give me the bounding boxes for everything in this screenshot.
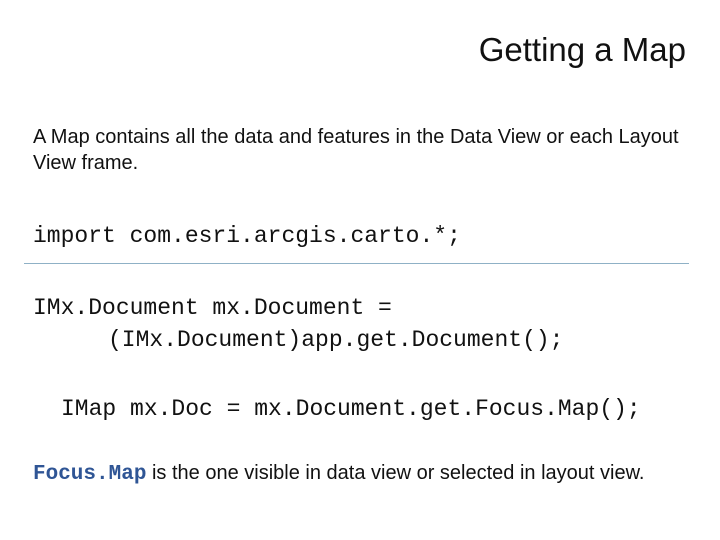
focus-map-description: is the one visible in data view or selec…	[151, 462, 645, 484]
import-statement: import com.esri.arcgis.carto.*;	[33, 223, 461, 249]
code-line-document-declaration: IMx.Document mx.Document =	[33, 295, 392, 321]
slide-title: Getting a Map	[478, 31, 686, 68]
section-divider	[24, 263, 689, 264]
focus-map-description-block: Focus.Map is the one visible in data vie…	[33, 461, 698, 489]
code-line-document-cast: (IMx.Document)app.get.Document();	[108, 327, 564, 353]
intro-paragraph: A Map contains all the data and features…	[33, 126, 679, 174]
code-line-focus-map: IMap mx.Doc = mx.Document.get.Focus.Map(…	[61, 396, 641, 422]
focus-map-term: Focus.Map	[33, 463, 147, 486]
